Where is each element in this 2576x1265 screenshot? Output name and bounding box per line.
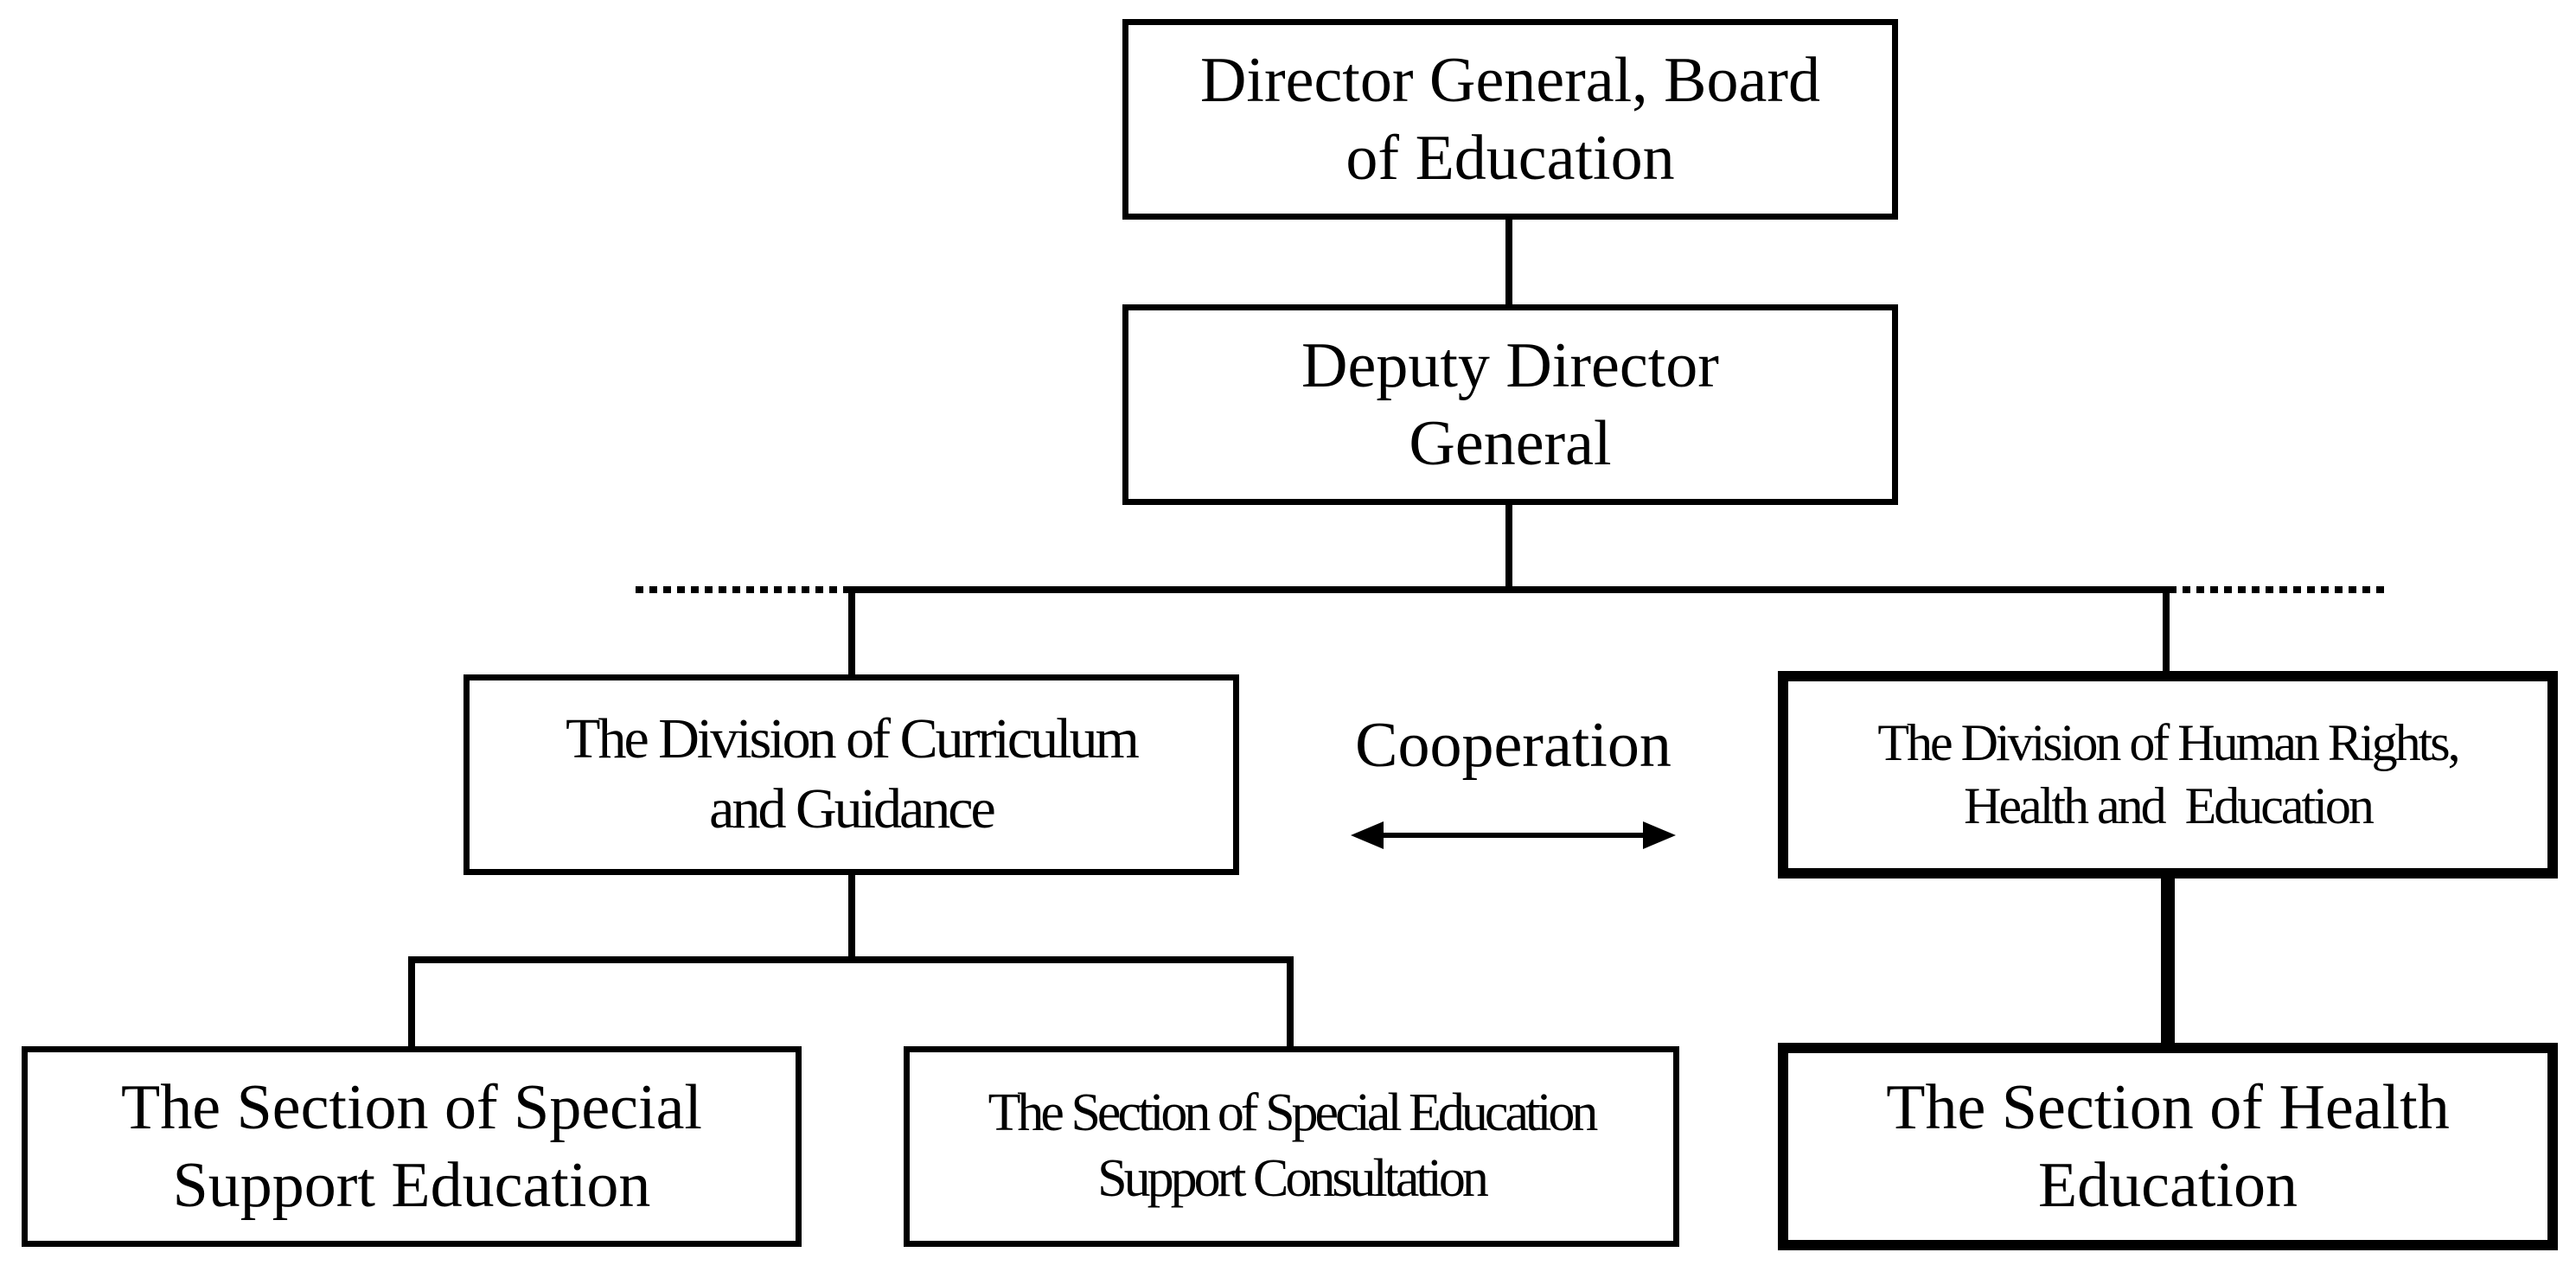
division-human-rights-line1: The Division of Human Rights, [1877,713,2460,771]
division-curriculum-box: The Division of Curriculum and Guidance [463,674,1239,875]
cooperation-label: Cooperation [1355,710,1672,781]
division-curriculum-line1: The Division of Curriculum [566,707,1140,771]
cooperation-arrowhead-left [1351,821,1384,849]
section-special-consultation-line2: Support Consultation [1097,1149,1489,1208]
section-special-support-line1: The Section of Special [121,1071,702,1143]
division-human-rights-line2: Health and Education [1964,777,2375,834]
director-general-box: Director General, Board of Education [1122,19,1898,220]
section-health-box: The Section of Health Education [1778,1043,2558,1250]
section-special-support-line2: Support Education [172,1150,651,1221]
section-health-line2: Education [2037,1150,2298,1221]
division-human-rights-box: The Division of Human Rights, Health and… [1778,671,2558,878]
section-special-support-box: The Section of Special Support Education [22,1046,802,1247]
deputy-director-line2: General [1409,408,1612,479]
deputy-director-line1: Deputy Director [1301,329,1719,401]
section-health-line1: The Section of Health [1886,1071,2450,1143]
deputy-director-general-box: Deputy Director General [1122,304,1898,505]
division-curriculum-line2: and Guidance [709,777,996,840]
director-general-line2: of Education [1346,123,1675,194]
section-special-consultation-line1: The Section of Special Education [988,1083,1599,1143]
director-general-line1: Director General, Board [1199,44,1821,116]
cooperation-arrowhead-right [1643,821,1676,849]
section-special-consultation-box: The Section of Special Education Support… [904,1046,1679,1247]
